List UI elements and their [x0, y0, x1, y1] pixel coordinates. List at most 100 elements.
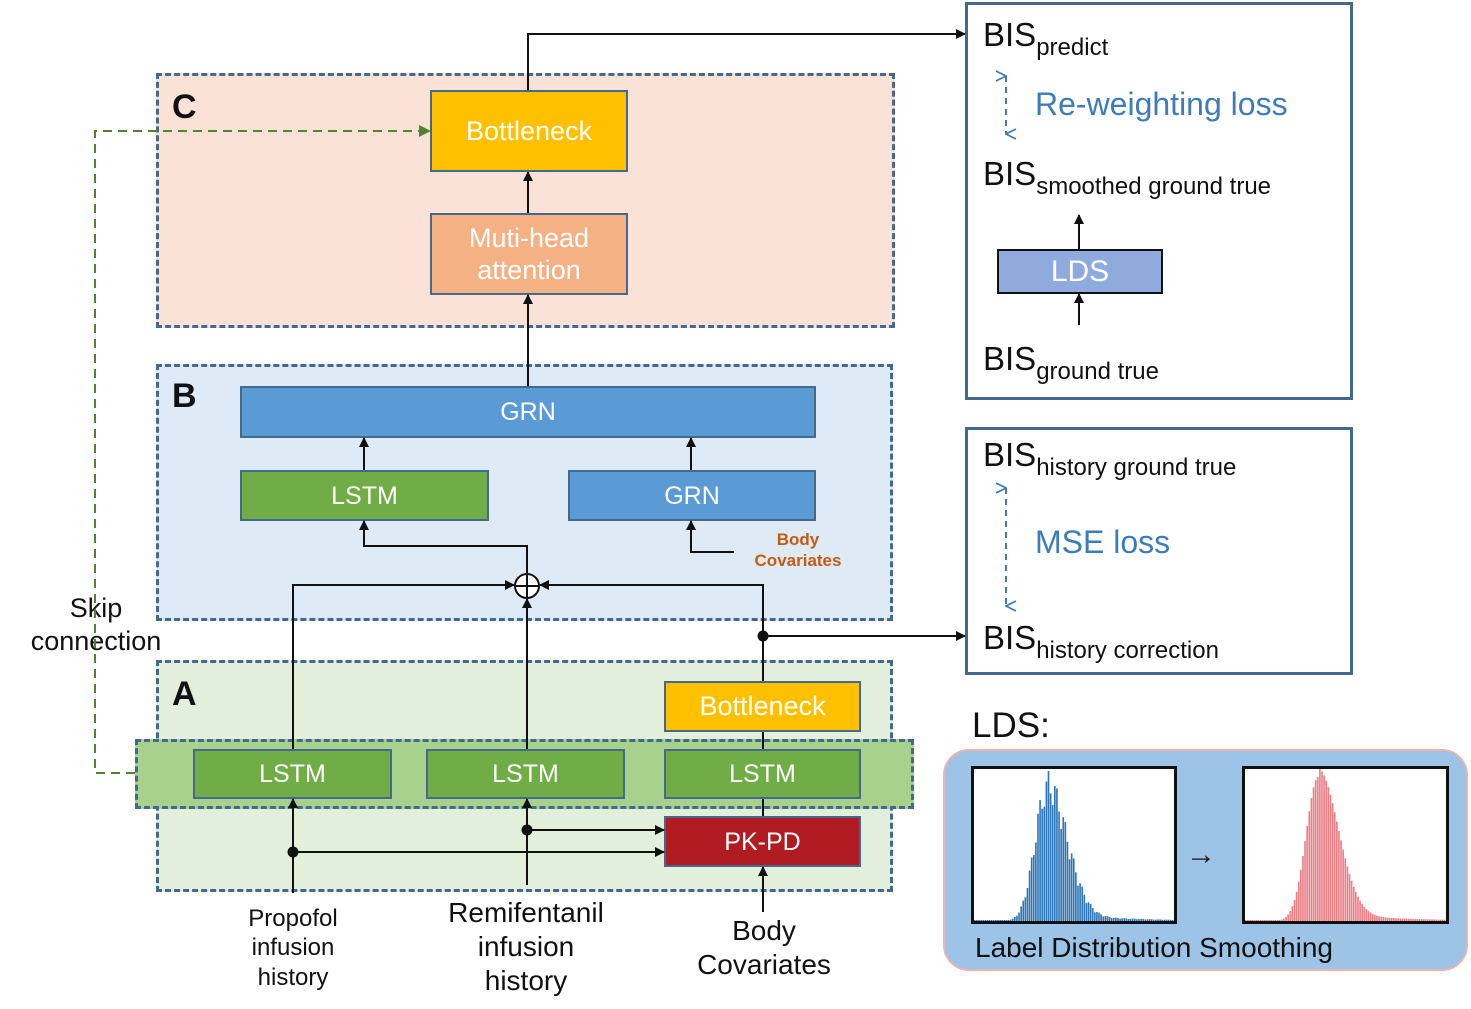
histogram-smoothed-bar	[1429, 919, 1431, 921]
histogram-original-bar	[1094, 912, 1096, 921]
reweighting-loss-label: Re-weighting loss	[1035, 86, 1288, 122]
histogram-original-bar	[1062, 817, 1065, 921]
histogram-smoothed-bar	[1439, 919, 1442, 921]
histogram-original-bar	[1169, 919, 1172, 921]
histogram-original-bar	[1159, 919, 1161, 921]
histogram-original-bar	[1087, 902, 1090, 921]
histogram-original-bar	[1039, 800, 1041, 921]
histogram-smoothed-bar	[1308, 811, 1311, 921]
junction-dot-remifentanil	[521, 824, 533, 836]
histogram-original-bar	[1011, 918, 1014, 921]
histogram-original-bar	[1072, 858, 1075, 921]
histogram-smoothed-bar	[1268, 920, 1270, 921]
histogram-original-bar	[1058, 811, 1060, 921]
histogram-smoothed-bar	[1357, 896, 1359, 921]
bottleneck-c-label: Bottleneck	[465, 115, 593, 146]
histogram-smoothed-bar	[1261, 920, 1264, 921]
histogram-original-bar	[984, 920, 987, 921]
histogram-smoothed-bar	[1350, 880, 1353, 921]
histogram-original-bar	[1134, 918, 1136, 921]
histogram-smoothed-bar	[1401, 918, 1404, 921]
grn-small-label: GRN	[664, 481, 720, 510]
histogram-original-bar	[1140, 918, 1142, 921]
histogram-original-bar	[1075, 872, 1077, 921]
histogram-smoothed-bar	[1266, 920, 1268, 921]
histogram-smoothed-bar	[1361, 904, 1364, 921]
histogram-smoothed-bar	[1431, 919, 1433, 921]
histogram-original-bar	[990, 920, 993, 921]
lstm-a-1-box: LSTM	[193, 749, 392, 799]
histogram-original-bar	[1026, 888, 1029, 921]
histogram-original-bar	[1051, 805, 1054, 921]
histogram-original-bar	[1068, 859, 1071, 921]
propofol-input-label: Propofol infusion history	[213, 904, 373, 992]
histogram-smoothed-bar	[1255, 920, 1258, 921]
histogram-original-bar	[988, 920, 991, 921]
histogram-original-bar	[997, 920, 999, 921]
histogram-original-bar	[980, 920, 982, 921]
attention-label-line2: attention	[477, 255, 581, 285]
histogram-smoothed-bar	[1287, 914, 1289, 921]
histogram-smoothed-bar	[1363, 906, 1366, 921]
remifentanil-line2: infusion	[477, 931, 575, 963]
bis-smoothed-main: BIS	[983, 155, 1037, 192]
histogram-original-bar	[1171, 919, 1174, 921]
histogram-smoothed-bar	[1382, 917, 1385, 921]
pkpd-box: PK-PD	[664, 816, 861, 867]
lds-transform-arrow: →	[1186, 838, 1216, 871]
histogram-original-bar	[1155, 919, 1157, 921]
histogram-original-bar	[1157, 919, 1159, 921]
histogram-smoothed-bar	[1403, 918, 1406, 921]
histogram-original-bar	[1119, 918, 1121, 921]
histogram-original-bar	[1163, 919, 1166, 921]
histogram-smoothed-bar	[1437, 919, 1440, 921]
histogram-smoothed-bar	[1293, 899, 1296, 921]
histogram-smoothed-bar	[1280, 919, 1283, 921]
bis-history-gt-label: BIShistory ground true	[983, 436, 1236, 482]
histogram-smoothed-bar	[1359, 900, 1361, 921]
histogram-smoothed-bar	[1426, 919, 1429, 921]
remifentanil-input-label: Remifentanil infusion history	[425, 896, 627, 998]
histogram-smoothed-bar	[1365, 909, 1368, 921]
histogram-original-bar	[1035, 842, 1037, 921]
lstm-a-3-box: LSTM	[664, 749, 861, 799]
bottleneck-a-label: Bottleneck	[699, 691, 826, 722]
histogram-original-bar	[1125, 918, 1128, 921]
junction-dot-bottleneck-a	[757, 630, 769, 642]
histogram-smoothed-bar	[1443, 919, 1446, 921]
histogram-original-bar	[995, 920, 997, 921]
histogram-original-bar	[999, 920, 1001, 921]
histogram-smoothed-bar	[1374, 914, 1376, 921]
lstm-a-3-label: LSTM	[729, 760, 796, 788]
edge-lstm-a1-to-oplus	[292, 580, 515, 749]
histogram-original-bar	[1129, 918, 1132, 921]
body-covariates-b-label: Body Covariates	[740, 530, 856, 571]
histogram-smoothed-bar	[1272, 920, 1275, 921]
histogram-original-bar	[1079, 883, 1081, 921]
attention-box: Muti-head attention	[430, 213, 628, 295]
histogram-smoothed-bar	[1340, 840, 1342, 921]
module-b-letter: B	[172, 377, 197, 415]
mse-loss-label: MSE loss	[1035, 524, 1171, 560]
bottleneck-a-box: Bottleneck	[664, 681, 861, 732]
histogram-original-bar	[1032, 855, 1035, 921]
histogram-smoothed-bar	[1314, 780, 1317, 921]
lstm-b-label: LSTM	[331, 481, 398, 510]
histogram-smoothed-bar	[1416, 919, 1419, 921]
lstm-a-1-label: LSTM	[259, 760, 326, 788]
histogram-smoothed-bar	[1338, 830, 1340, 921]
remifentanil-line3: history	[484, 965, 568, 997]
histogram-original-bar	[1041, 808, 1044, 921]
histogram-smoothed-bar	[1327, 787, 1330, 921]
bis-smoothed-sub: smoothed ground true	[1036, 173, 1272, 200]
histogram-original-bar	[1083, 894, 1086, 921]
grn-small-box: GRN	[568, 470, 816, 521]
bis-history-gt-sub: history ground true	[1036, 454, 1237, 481]
histogram-original-bar	[976, 920, 978, 921]
histogram-original-bar	[1102, 916, 1105, 921]
histogram-original-bar	[1022, 900, 1025, 921]
histogram-original-bar	[1047, 771, 1050, 921]
histogram-original-bar	[1152, 919, 1155, 921]
histogram-original-bar	[1131, 918, 1134, 921]
histogram-original-bar	[1014, 916, 1016, 921]
